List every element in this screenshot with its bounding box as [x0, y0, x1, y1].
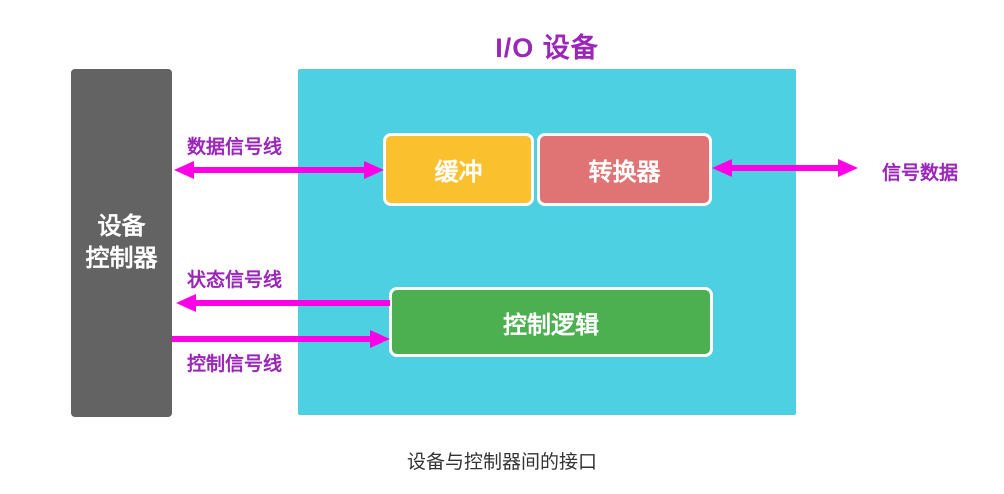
arrow-right-head-icon	[838, 159, 858, 177]
arrow-left-head-icon	[712, 159, 732, 177]
data-signal-arrow	[174, 160, 384, 180]
status-signal-label: 状态信号线	[187, 270, 283, 291]
control-logic-label: 控制逻辑	[503, 311, 599, 339]
arrow-left-head-icon	[174, 161, 194, 179]
arrow-right-head-icon	[364, 161, 384, 179]
status-signal-arrow	[176, 293, 390, 313]
signal-data-label: 信号数据	[882, 163, 959, 184]
arrow-left-head-icon	[176, 294, 196, 312]
control-signal-arrow	[172, 329, 390, 349]
diagram-caption: 设备与控制器间的接口	[406, 452, 597, 473]
arrow-line	[172, 336, 375, 342]
control-logic-box: 控制逻辑	[389, 287, 713, 357]
signal-data-arrow	[712, 158, 858, 178]
arrow-right-head-icon	[370, 330, 390, 348]
converter-box: 转换器	[537, 133, 712, 206]
buffer-label: 缓冲	[434, 159, 483, 186]
buffer-box: 缓冲	[383, 133, 534, 206]
diagram-title: I/O 设备	[495, 33, 599, 63]
io-device-panel	[298, 69, 796, 415]
data-signal-label: 数据信号线	[187, 137, 283, 158]
device-controller-label-line1: 设备	[97, 212, 146, 240]
arrow-line	[727, 165, 843, 171]
arrow-line	[191, 300, 390, 306]
device-controller-label: 设备 控制器	[86, 211, 158, 276]
control-signal-label: 控制信号线	[187, 354, 283, 375]
arrow-line	[189, 167, 369, 173]
converter-label: 转换器	[588, 159, 661, 186]
device-controller-label-line2: 控制器	[85, 245, 158, 272]
device-controller-box: 设备 控制器	[71, 69, 172, 417]
